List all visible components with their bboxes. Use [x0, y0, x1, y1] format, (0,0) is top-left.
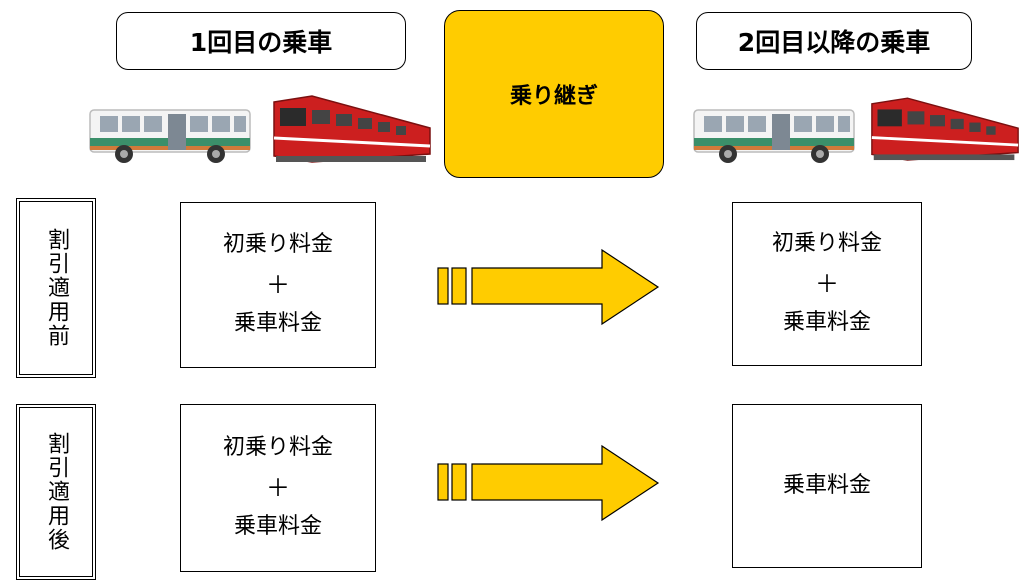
- fare-ride: 乗車料金: [233, 514, 322, 540]
- row-label-after-discount: 割引適用後: [16, 404, 96, 580]
- bus-icon: [693, 109, 855, 163]
- fare-plus: ＋: [266, 270, 290, 299]
- fare-ride: 乗車料金: [782, 310, 871, 336]
- fare-plus: ＋: [815, 269, 839, 298]
- fare-initial: 初乗り料金: [222, 435, 333, 461]
- arrow-right-icon: [437, 248, 660, 326]
- fare-initial: 初乗り料金: [222, 232, 333, 258]
- train-icon: [273, 95, 431, 163]
- header-later-rides: 2回目以降の乗車: [696, 12, 972, 70]
- fare-initial: 初乗り料金: [771, 231, 882, 257]
- header-first-ride-label: 1回目の乗車: [189, 28, 333, 57]
- fare-box-first-ride-after: 初乗り料金 ＋ 乗車料金: [180, 404, 376, 572]
- train-icon: [871, 97, 1019, 161]
- bus-icon: [89, 109, 251, 163]
- transfer-label: 乗り継ぎ: [509, 84, 598, 109]
- fare-ride: 乗車料金: [233, 311, 322, 337]
- row-label-before-discount: 割引適用前: [16, 198, 96, 378]
- transfer-box: 乗り継ぎ: [444, 10, 664, 178]
- fare-plus: ＋: [266, 473, 290, 502]
- fare-box-later-ride-before: 初乗り料金 ＋ 乗車料金: [732, 202, 922, 366]
- fare-ride: 乗車料金: [782, 472, 871, 498]
- fare-box-first-ride-before: 初乗り料金 ＋ 乗車料金: [180, 202, 376, 368]
- header-first-ride: 1回目の乗車: [116, 12, 406, 70]
- arrow-right-icon: [437, 444, 660, 522]
- header-later-rides-label: 2回目以降の乗車: [737, 28, 931, 57]
- fare-box-later-ride-after: 乗車料金: [732, 404, 922, 568]
